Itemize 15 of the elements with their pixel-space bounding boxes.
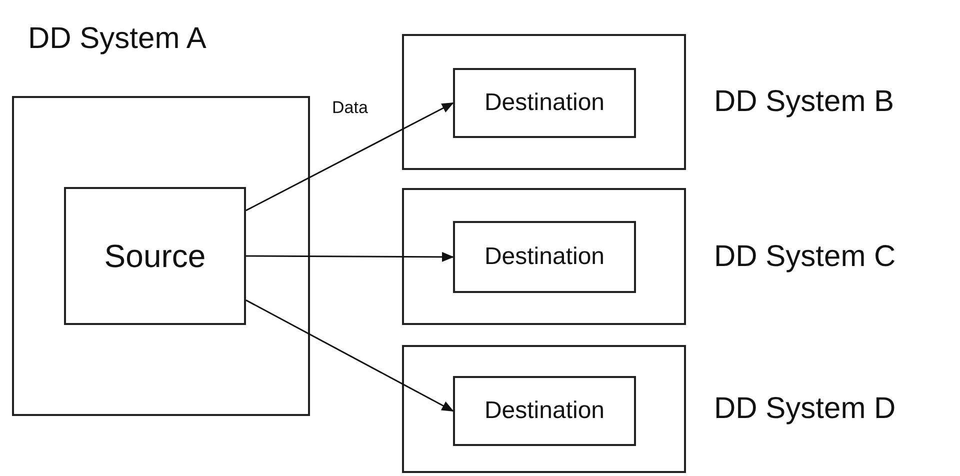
component-box: [453, 221, 636, 293]
component-box: [453, 68, 636, 138]
component-label: Destination: [484, 397, 605, 425]
arrow: [246, 102, 454, 212]
system-label: DD System A: [28, 22, 206, 56]
component-label: Destination: [484, 243, 605, 271]
arrow: [246, 252, 454, 262]
arrow: [246, 300, 454, 412]
system-label: DD System B: [714, 85, 894, 119]
system-label: DD System C: [714, 240, 896, 274]
component-label: Source: [104, 238, 206, 274]
system-label: DD System D: [714, 392, 896, 426]
component-label: Destination: [484, 89, 605, 117]
component-box: [453, 376, 636, 446]
component-box: [64, 187, 246, 325]
